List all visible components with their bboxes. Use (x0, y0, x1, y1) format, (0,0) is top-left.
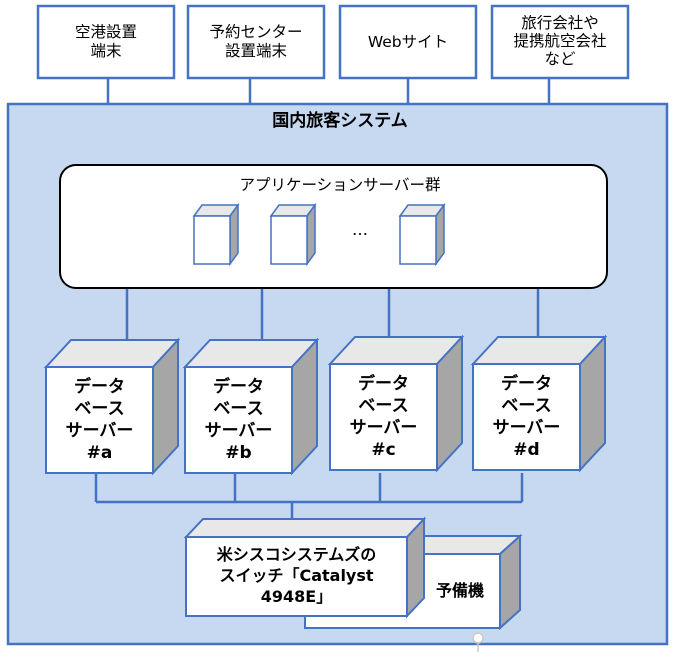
terminal-label-airport: 空港設置 端末 (74, 23, 137, 60)
app-group-title: アプリケーションサーバー群 (239, 175, 441, 194)
db-server-label-b: データ ベース サーバー #b (204, 376, 273, 464)
app-group-ellipsis: … (352, 220, 368, 240)
terminal-label-web: Webサイト (367, 32, 449, 51)
system-title: 国内旅客システム (272, 110, 408, 131)
db-server-cube-c (327, 334, 465, 473)
db-server-cube-b (182, 337, 320, 476)
terminal-connectors (106, 78, 551, 104)
terminal-box-agency (490, 4, 630, 80)
app-db-connectors (125, 288, 540, 340)
switch-cube (183, 516, 427, 619)
terminal-label-agency: 旅行会社や 提携航空会社 など (513, 14, 607, 68)
terminal-box-reservation (186, 4, 326, 80)
db-server-label-d: データ ベース サーバー #d (492, 373, 561, 461)
db-server-label-a: データ ベース サーバー #a (65, 376, 134, 464)
marker-icon (472, 632, 484, 652)
terminal-label-reservation: 予約センター 設置端末 (209, 23, 303, 60)
terminal-box-airport (36, 4, 176, 80)
db-server-label-c: データ ベース サーバー #c (349, 373, 418, 461)
app-server-cube (269, 202, 317, 267)
db-server-cube-a (43, 337, 181, 476)
db-server-cube-d (470, 334, 608, 473)
app-server-cube (398, 202, 446, 267)
terminal-box-web (338, 4, 478, 80)
switch-label: 米シスコシステムズの スイッチ「Catalyst 4948E」 (216, 545, 377, 606)
spare-label: 予備機 (435, 581, 484, 601)
db-switch-bus (94, 473, 524, 519)
app-server-cube (192, 202, 240, 267)
